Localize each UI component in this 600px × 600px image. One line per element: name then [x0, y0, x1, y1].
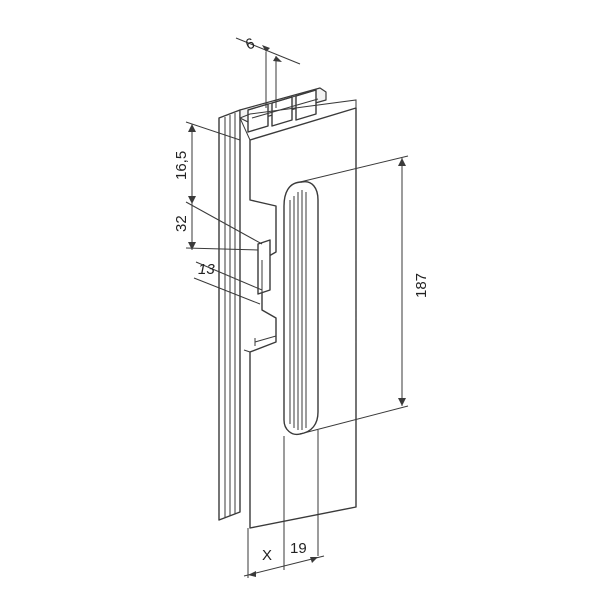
- label-13: 13: [198, 261, 215, 278]
- label-6: 6: [243, 35, 257, 54]
- label-32: 32: [173, 215, 190, 232]
- dimension-187: 187: [299, 155, 430, 435]
- dimension-x-19: X 19: [243, 430, 325, 578]
- dimension-13: 13: [193, 261, 263, 305]
- label-x: X: [262, 547, 272, 564]
- dimension-32: 32: [173, 201, 263, 251]
- label-19: 19: [290, 540, 307, 557]
- dimension-16-5: 16,5: [173, 121, 241, 204]
- profile-back: [218, 109, 241, 521]
- label-16-5: 16,5: [173, 151, 190, 180]
- profile-top-section: [239, 87, 327, 133]
- label-187: 187: [413, 273, 430, 298]
- latch-slot: [283, 181, 319, 436]
